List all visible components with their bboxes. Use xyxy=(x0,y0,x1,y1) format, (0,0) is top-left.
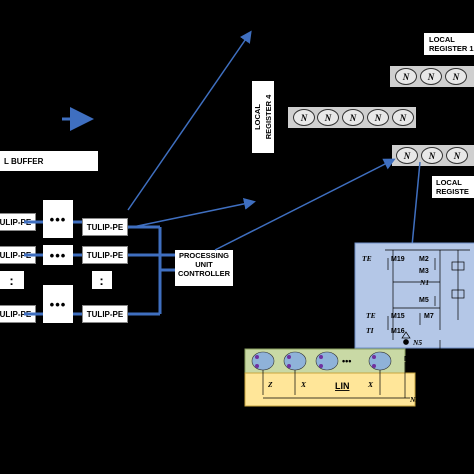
controller-line: UNIT xyxy=(195,260,213,269)
local-register-1-label: LOCAL REGISTER 1 xyxy=(424,33,474,55)
controller-line: CONTROLLER xyxy=(177,269,231,278)
arrow-to-register-bottom xyxy=(214,158,396,251)
neuron: N xyxy=(342,109,364,126)
node-group xyxy=(251,351,392,371)
circuit-label: TI xyxy=(366,326,375,335)
pe-box: TULIP-PE xyxy=(82,246,128,264)
pe-box: TULIP-PE xyxy=(82,305,128,323)
register-line: REGISTER 1 xyxy=(429,44,474,53)
circuit-label: M2 xyxy=(419,256,429,263)
circuit-label: M9 xyxy=(404,356,414,363)
ellipsis-box: : xyxy=(92,271,112,289)
circuit-label: N1 xyxy=(419,278,429,287)
neuron: N xyxy=(392,109,414,126)
register-line: LOCAL xyxy=(429,35,455,44)
ellipsis-box: ••• xyxy=(43,245,73,265)
circuit-label: N3 xyxy=(409,395,419,404)
lin-label: LIN xyxy=(335,381,350,391)
neuron-strip-ellipsis: ••• xyxy=(342,356,351,366)
lin-input-x1: X xyxy=(300,380,307,389)
circuit-label: TE xyxy=(362,254,372,263)
neuron: N xyxy=(395,68,417,85)
circuit-label: M7 xyxy=(424,313,434,320)
connector xyxy=(411,161,421,247)
lin-panel xyxy=(244,372,416,407)
circuit-label: M15 xyxy=(391,313,405,320)
circuit-label: M3 xyxy=(419,268,429,275)
pe-bus xyxy=(24,220,175,316)
arrow-to-register-4 xyxy=(127,197,256,229)
neuron: N xyxy=(445,68,467,85)
neuron: N xyxy=(420,68,442,85)
processing-unit-controller: PROCESSING UNIT CONTROLLER xyxy=(175,250,233,286)
controller-line: PROCESSING xyxy=(178,251,229,260)
buffer-box: L BUFFER xyxy=(0,151,98,171)
register-line: LOCAL xyxy=(436,178,462,187)
circuit-label: M5 xyxy=(419,297,429,304)
circuit-panel xyxy=(354,242,474,349)
neuron: N xyxy=(367,109,389,126)
neuron: N xyxy=(317,109,339,126)
circuit-label: M19 xyxy=(391,256,405,263)
circuit-label: N2 xyxy=(419,361,429,370)
register-line: REGISTE xyxy=(436,187,469,196)
lin-wiring xyxy=(262,362,410,399)
lin-input-z: Z xyxy=(267,380,273,389)
circuit-label: TE xyxy=(366,311,376,320)
ellipsis-box: : xyxy=(0,271,24,289)
arrow-to-register-1 xyxy=(127,30,252,211)
ellipsis-box: ••• xyxy=(43,200,73,238)
neuron: N xyxy=(293,109,315,126)
neuron: N xyxy=(396,147,418,164)
ellipsis-box: ••• xyxy=(43,285,73,323)
neuron: N xyxy=(446,147,468,164)
neuron: N xyxy=(421,147,443,164)
circuit-schematic xyxy=(385,249,470,352)
local-register-bottom-label: LOCAL REGISTE xyxy=(432,176,474,198)
lin-input-x0: X xyxy=(367,380,374,389)
circuit-label: M16 xyxy=(391,328,405,335)
circuit-label: N5 xyxy=(412,338,422,347)
pe-box: TULIP-PE xyxy=(82,218,128,236)
